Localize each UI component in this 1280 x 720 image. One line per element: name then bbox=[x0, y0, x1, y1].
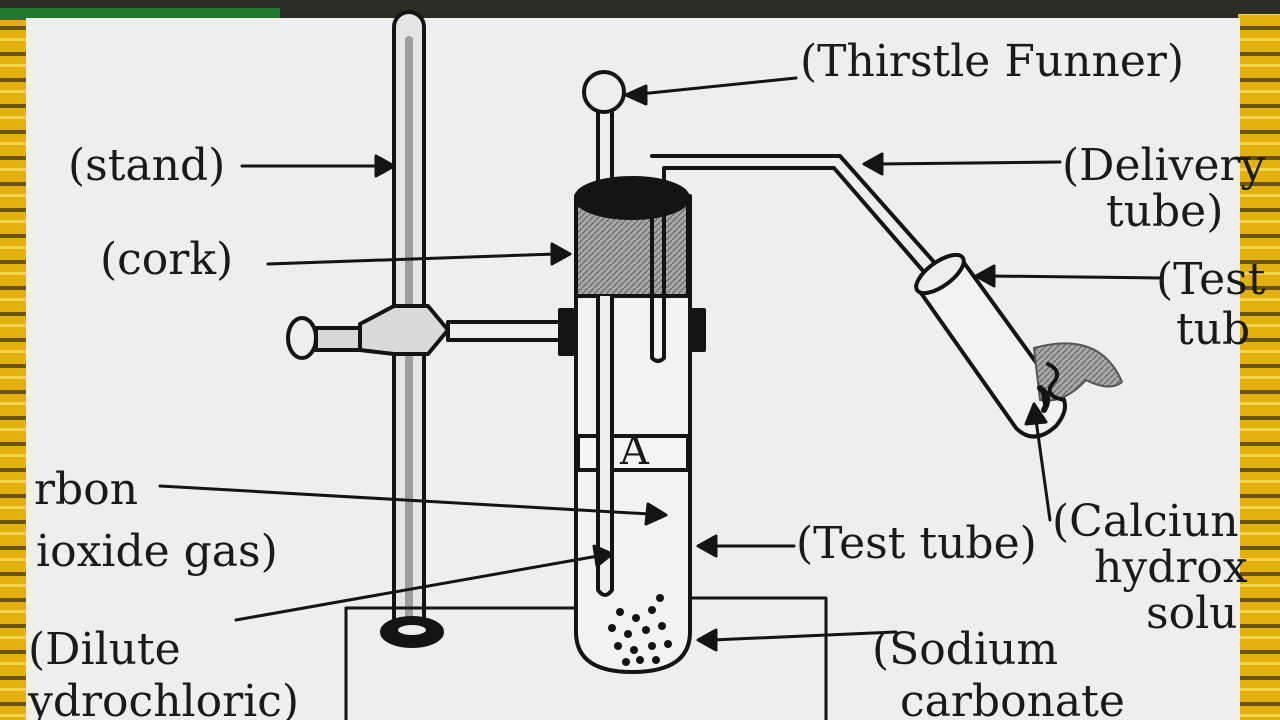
label-sodium-line1: (Sodium bbox=[872, 624, 1058, 675]
frame-left bbox=[0, 0, 30, 720]
frame-top-dark bbox=[0, 0, 1280, 14]
label-right-test-tube-line2: tub bbox=[1176, 304, 1250, 355]
label-dilute-line1: (Dilute bbox=[28, 624, 181, 675]
label-stand: (stand) bbox=[68, 140, 225, 191]
label-sodium-line2: carbonate bbox=[900, 676, 1125, 720]
label-thistle-funnel: (Thirstle Funner) bbox=[800, 36, 1184, 87]
clamp-arm bbox=[446, 320, 562, 342]
label-delivery-tube-line2: tube) bbox=[1106, 186, 1223, 237]
sodium-carbonate-granules bbox=[608, 594, 672, 666]
label-calcium-line2: hydrox bbox=[1094, 542, 1248, 593]
pointer-arrows bbox=[158, 76, 1162, 652]
label-marker-a: A bbox=[619, 428, 650, 474]
label-right-test-tube-line1: (Test bbox=[1156, 254, 1266, 305]
frame-top-green bbox=[0, 8, 280, 20]
thistle-funnel-bulb bbox=[582, 70, 626, 114]
label-calcium-line1: (Calciun bbox=[1052, 496, 1239, 547]
clamp-screw-knob bbox=[286, 316, 318, 360]
label-dilute-line2: ydrochloric) bbox=[27, 676, 299, 720]
label-delivery-tube-line1: (Delivery bbox=[1062, 140, 1266, 191]
label-calcium-line3: solu bbox=[1146, 588, 1237, 639]
frame-right bbox=[1238, 0, 1280, 720]
label-cork: (cork) bbox=[100, 234, 233, 285]
beaker-edge bbox=[344, 596, 828, 720]
label-carbon-dioxide-line1: rbon bbox=[34, 464, 138, 515]
clamp bbox=[286, 304, 706, 360]
right-test-tube bbox=[914, 252, 1123, 439]
label-test-tube-center: (Test tube) bbox=[796, 518, 1037, 569]
label-carbon-dioxide-line2: ioxide gas) bbox=[36, 526, 278, 577]
thistle-funnel bbox=[582, 70, 626, 597]
main-test-tube bbox=[574, 176, 692, 674]
